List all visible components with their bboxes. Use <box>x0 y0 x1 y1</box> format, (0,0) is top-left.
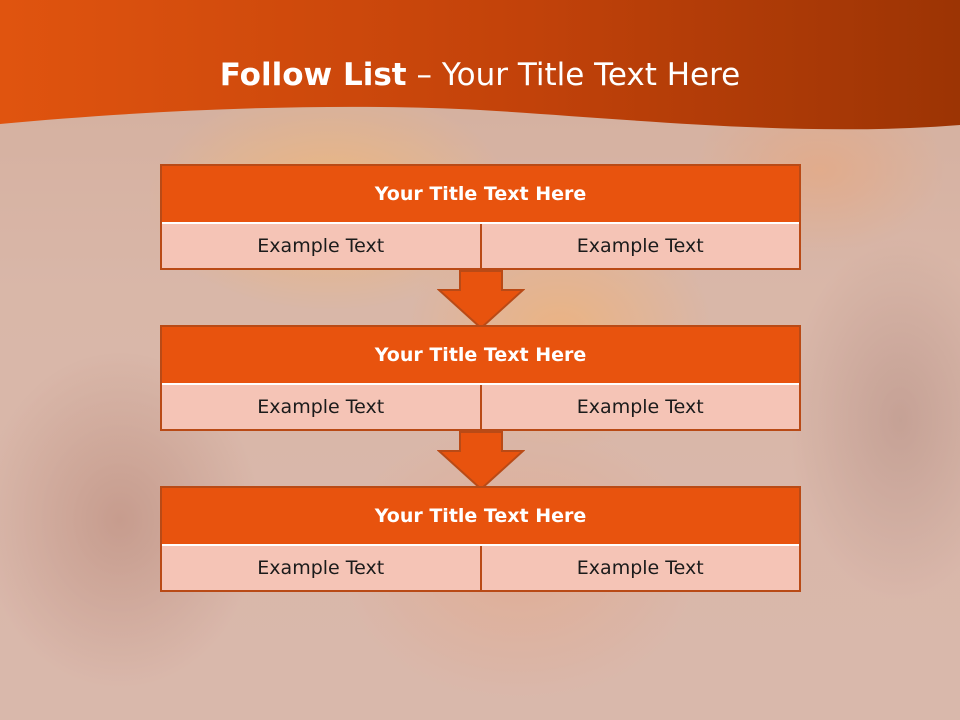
step-2-right-text: Example Text <box>479 385 799 429</box>
down-arrow-icon <box>437 270 525 330</box>
slide-title-bold: Follow List <box>219 57 407 93</box>
step-row-3: Example Text Example Text <box>162 546 799 590</box>
step-2-left-text: Example Text <box>162 385 480 429</box>
step-box-3: Your Title Text Here Example Text Exampl… <box>160 486 801 592</box>
step-box-1: Your Title Text Here Example Text Exampl… <box>160 164 801 270</box>
header-band <box>0 0 960 130</box>
step-3-right-text: Example Text <box>479 546 799 590</box>
step-row-2: Example Text Example Text <box>162 385 799 429</box>
step-3-left-text: Example Text <box>162 546 480 590</box>
step-title-3: Your Title Text Here <box>162 488 799 546</box>
step-box-2: Your Title Text Here Example Text Exampl… <box>160 325 801 431</box>
step-1-left-text: Example Text <box>162 224 480 268</box>
step-row-1: Example Text Example Text <box>162 224 799 268</box>
slide-title: Follow List – Your Title Text Here <box>0 52 960 98</box>
step-title-1: Your Title Text Here <box>162 166 799 224</box>
slide-title-rest: – Your Title Text Here <box>406 57 741 93</box>
down-arrow-icon <box>437 431 525 491</box>
step-1-right-text: Example Text <box>479 224 799 268</box>
step-title-2: Your Title Text Here <box>162 327 799 385</box>
